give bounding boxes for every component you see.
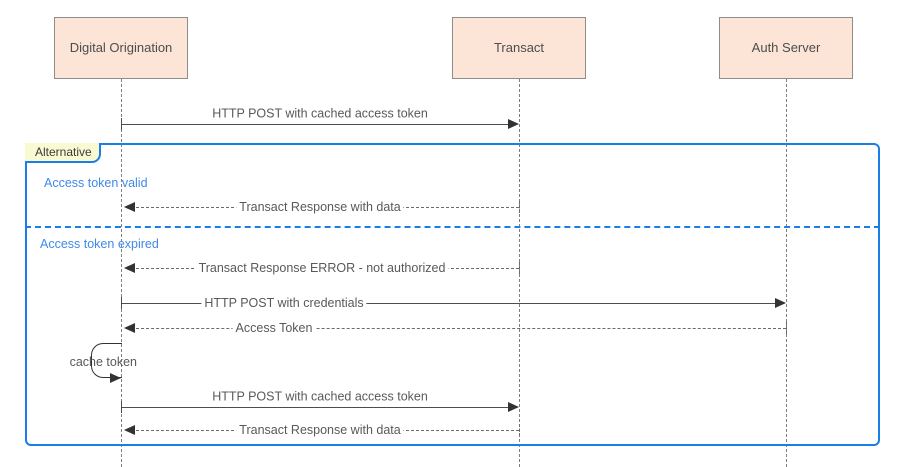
- message-5-arrowhead-icon: [124, 323, 135, 333]
- lifeline-auth-server: [786, 79, 787, 467]
- alt-guard-2: Access token expired: [40, 237, 159, 251]
- participant-label: Transact: [493, 40, 545, 56]
- message-7-tail: [519, 424, 520, 436]
- message-6-line: [121, 407, 511, 408]
- alt-guard-1: Access token valid: [44, 176, 148, 190]
- participant-transact[interactable]: Transact: [452, 17, 586, 79]
- message-4-line: [121, 303, 778, 304]
- message-5-line: [126, 328, 786, 329]
- message-6-arrowhead-icon: [508, 402, 519, 412]
- alt-fragment: [25, 143, 880, 446]
- message-2-label: Transact Response with data: [236, 201, 404, 214]
- message-1-arrowhead-icon: [508, 119, 519, 129]
- message-2-tail: [519, 201, 520, 213]
- message-7-label: Transact Response with data: [236, 424, 404, 437]
- self-message-arrowhead-icon: [110, 373, 121, 383]
- self-message-cache-token-loop: [91, 343, 122, 378]
- message-1-label: HTTP POST with cached access token: [209, 107, 431, 120]
- participant-label: Digital Origination: [69, 40, 173, 56]
- participant-label: Auth Server: [751, 40, 821, 56]
- message-5-tail: [786, 322, 787, 334]
- message-6-label: HTTP POST with cached access token: [209, 390, 431, 403]
- message-4-arrowhead-icon: [775, 298, 786, 308]
- message-3-tail: [519, 262, 520, 274]
- message-1-line: [121, 124, 511, 125]
- message-5-label: Access Token: [232, 322, 316, 335]
- participant-auth-server[interactable]: Auth Server: [719, 17, 853, 79]
- self-message-cache-token-label: cache token: [69, 354, 137, 369]
- message-7-arrowhead-icon: [124, 425, 135, 435]
- alt-fragment-operator-tag: Alternative: [25, 143, 101, 163]
- lifeline-digital-origination: [121, 79, 122, 467]
- message-4-label: HTTP POST with credentials: [201, 297, 367, 310]
- alt-fragment-operator-label: Alternative: [35, 145, 92, 159]
- alt-operand-divider: [25, 226, 880, 228]
- message-2-arrowhead-icon: [124, 202, 135, 212]
- participant-digital-origination[interactable]: Digital Origination: [54, 17, 188, 79]
- message-3-arrowhead-icon: [124, 263, 135, 273]
- message-3-label: Transact Response ERROR - not authorized: [195, 262, 449, 275]
